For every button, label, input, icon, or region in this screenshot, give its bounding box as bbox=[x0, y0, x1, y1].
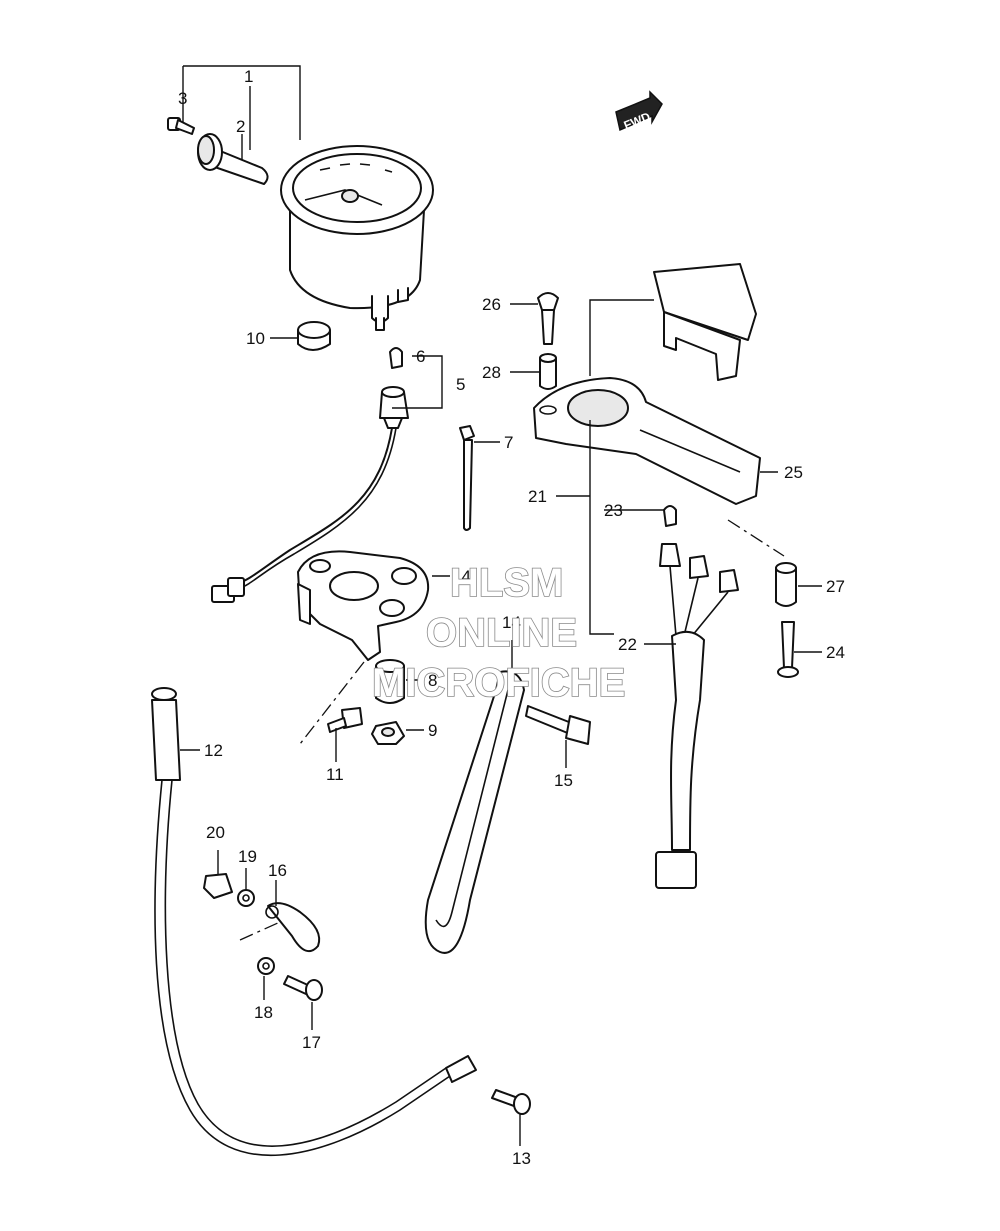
callout-5: 5 bbox=[456, 375, 465, 394]
watermark-line2: ONLINE bbox=[426, 611, 577, 655]
callout-17: 17 bbox=[302, 1033, 321, 1052]
callout-6: 6 bbox=[416, 347, 425, 366]
callout-23: 23 bbox=[604, 501, 623, 520]
nut-part-9 bbox=[371, 721, 405, 745]
bracket-part-4 bbox=[297, 550, 430, 661]
washer-part-19 bbox=[237, 889, 255, 907]
socket-harness-part-22 bbox=[655, 543, 739, 889]
collar-part-28 bbox=[539, 353, 557, 390]
callout-14-stay: 14 bbox=[502, 613, 521, 632]
callout-27: 27 bbox=[826, 577, 845, 596]
leader-lines bbox=[180, 65, 822, 1146]
clamp-part-16 bbox=[265, 902, 321, 953]
callout-8: 8 bbox=[428, 671, 437, 690]
nut-part-20 bbox=[203, 873, 233, 899]
callout-14-bracket: 14 bbox=[452, 567, 471, 586]
callout-7: 7 bbox=[504, 433, 513, 452]
bolt-part-15 bbox=[525, 705, 591, 745]
bolt-part-11 bbox=[327, 707, 363, 733]
fwd-arrow-icon: FWD bbox=[615, 90, 663, 133]
callout-10: 10 bbox=[246, 329, 265, 348]
bolt-part-26 bbox=[537, 292, 559, 345]
callout-28: 28 bbox=[482, 363, 501, 382]
socket-harness-part-5 bbox=[211, 386, 409, 603]
callout-26: 26 bbox=[482, 295, 501, 314]
spacer-part-27 bbox=[775, 562, 797, 607]
bulb-part-6 bbox=[389, 347, 403, 369]
screw-part-13 bbox=[491, 1089, 531, 1115]
watermark: HLSM ONLINE MICROFICHE bbox=[371, 560, 626, 706]
stay-part-14 bbox=[424, 670, 525, 954]
callout-25: 25 bbox=[784, 463, 803, 482]
callout-1: 1 bbox=[244, 67, 253, 86]
cable-tie-part-7 bbox=[459, 425, 475, 531]
callout-16: 16 bbox=[268, 861, 287, 880]
cap-part-10 bbox=[297, 321, 331, 351]
callout-3: 3 bbox=[178, 89, 187, 108]
indicator-housing-part-25 bbox=[533, 263, 761, 505]
screw-part-24 bbox=[777, 621, 799, 678]
watermark-line1: HLSM bbox=[450, 561, 563, 605]
callout-11: 11 bbox=[326, 765, 344, 784]
callout-20: 20 bbox=[206, 823, 225, 842]
callout-18: 18 bbox=[254, 1003, 273, 1022]
callout-22: 22 bbox=[618, 635, 637, 654]
callout-labels: 1 2 3 5 6 7 8 9 10 11 12 13 14 14 15 16 … bbox=[178, 67, 845, 1168]
speedometer-cable-part-12 bbox=[151, 687, 477, 1157]
callout-21: 21 bbox=[528, 487, 547, 506]
callout-13: 13 bbox=[512, 1149, 531, 1168]
washer-part-18 bbox=[257, 957, 275, 975]
callout-2: 2 bbox=[236, 117, 245, 136]
collar-part-8 bbox=[375, 659, 405, 704]
callout-9: 9 bbox=[428, 721, 437, 740]
callout-24: 24 bbox=[826, 643, 845, 662]
bulb-part-23 bbox=[663, 505, 677, 527]
watermark-line3: MICROFICHE bbox=[372, 661, 625, 705]
callout-15: 15 bbox=[554, 771, 573, 790]
lamp-holder-part-2 bbox=[197, 133, 269, 185]
screw-part-3 bbox=[167, 117, 195, 135]
callout-12: 12 bbox=[204, 741, 223, 760]
callout-19: 19 bbox=[238, 847, 257, 866]
screw-part-17 bbox=[283, 975, 323, 1001]
meter-gauge-part-1 bbox=[280, 145, 434, 331]
